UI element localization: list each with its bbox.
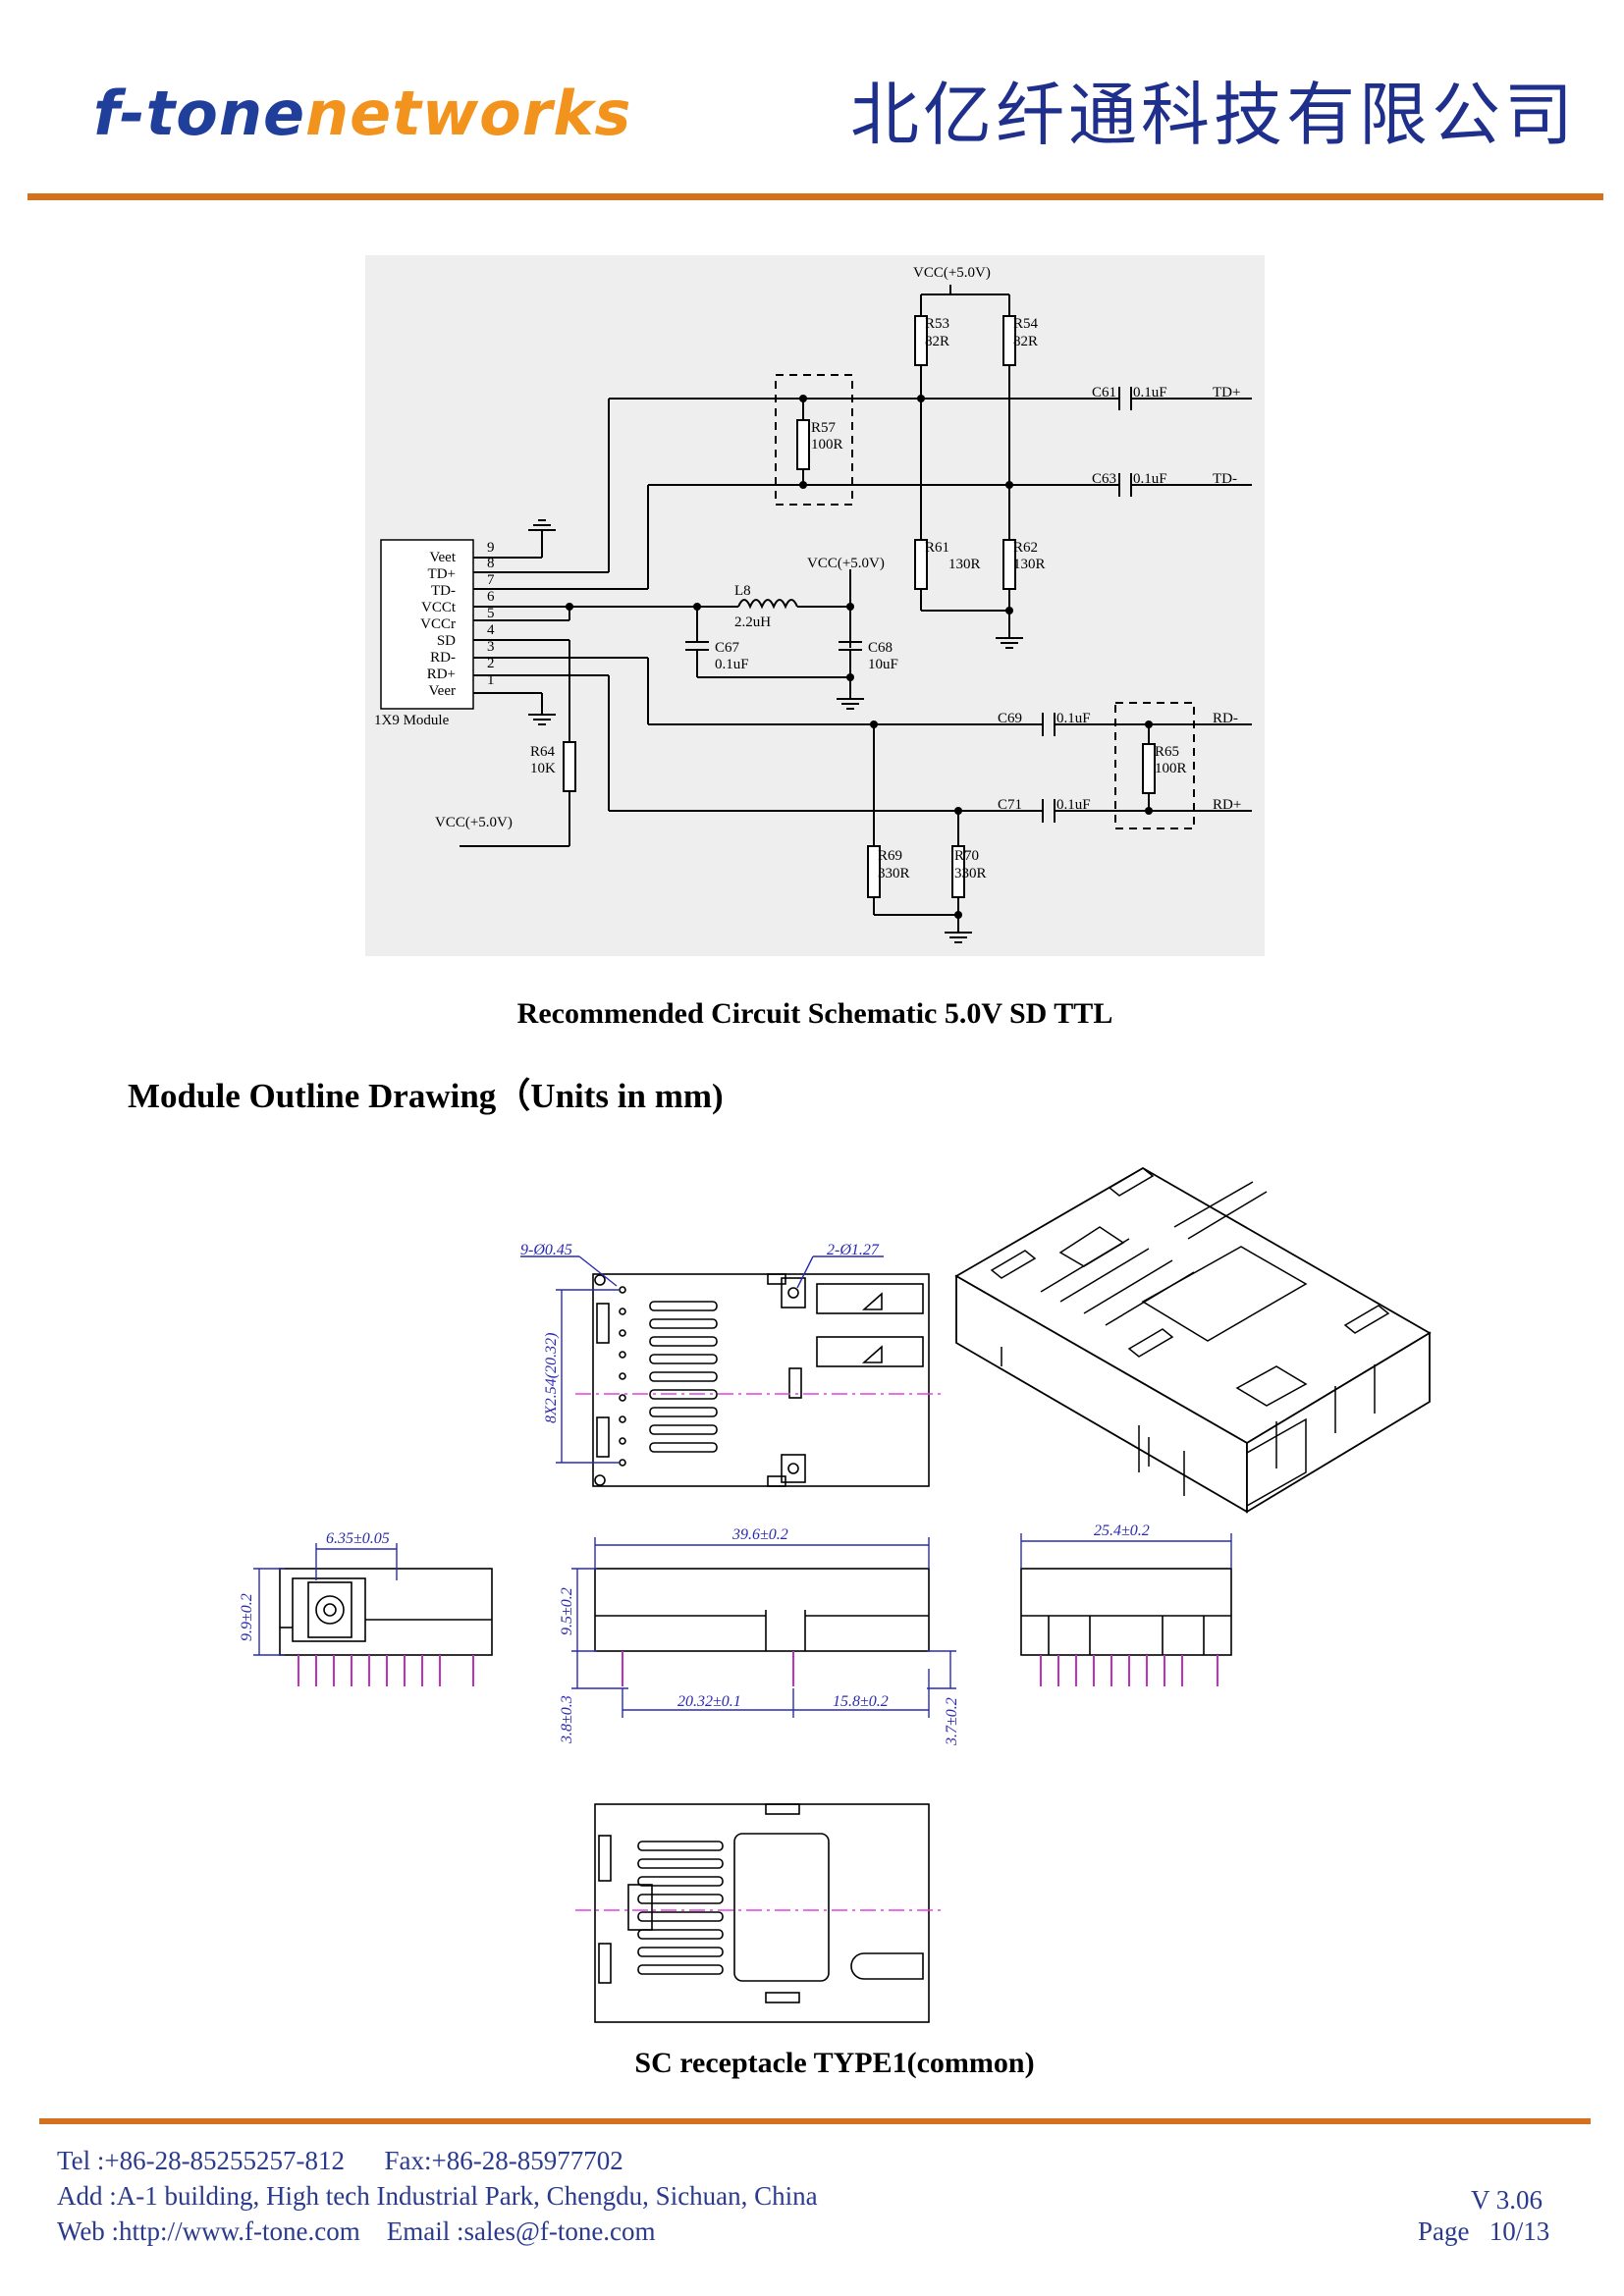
pin-num-7: 7 xyxy=(487,572,495,588)
r61-label: R61 xyxy=(925,540,949,556)
td-plus-label: TD+ xyxy=(1213,385,1240,400)
r69-value: 330R xyxy=(878,866,910,881)
footer-tel-fax: Tel :+86-28-85255257-812 Fax:+86-28-8597… xyxy=(57,2146,623,2175)
logo-text-part2: networks xyxy=(305,78,632,149)
r64-label: R64 xyxy=(530,744,556,760)
pin-num-3: 3 xyxy=(487,639,495,655)
c71-label: C71 xyxy=(998,797,1022,813)
pin-name-td-minus: TD- xyxy=(431,583,456,599)
c63-label: C63 xyxy=(1092,471,1116,487)
pin-num-4: 4 xyxy=(487,622,495,638)
pin-num-2: 2 xyxy=(487,656,495,671)
r62-label: R62 xyxy=(1013,540,1038,556)
dim-post-length: 3.7±0.2 xyxy=(944,1697,960,1746)
pin-name-td-plus: TD+ xyxy=(428,566,456,582)
module-outline-drawing: 9-Ø0.45 2-Ø1.27 8X2.54(20.32) 6.35±0.05 … xyxy=(239,1166,1432,2023)
dim-pitch: 8X2.54(20.32) xyxy=(543,1333,560,1423)
pin-name-sd: SD xyxy=(437,633,456,649)
r57-value: 100R xyxy=(811,437,843,453)
footer-address: Add :A-1 building, High tech Industrial … xyxy=(57,2181,818,2211)
r54-value: 82R xyxy=(1013,334,1038,349)
pin-num-5: 5 xyxy=(487,606,495,621)
dim-length: 39.6±0.2 xyxy=(731,1526,788,1543)
r70-value: 330R xyxy=(954,866,987,881)
outline-section-title: Module Outline Drawing（Units in mm) xyxy=(128,1077,724,1115)
r54-label: R54 xyxy=(1013,316,1039,332)
dim-pins: 9-Ø0.45 xyxy=(520,1242,572,1258)
rd-plus-label: RD+ xyxy=(1213,797,1241,813)
vcc-mid-label: VCC(+5.0V) xyxy=(807,556,885,571)
vcc-left-label: VCC(+5.0V) xyxy=(435,815,513,830)
module-label: 1X9 Module xyxy=(374,713,450,728)
r64-value: 10K xyxy=(530,761,556,776)
c61-label: C61 xyxy=(1092,385,1116,400)
r69-label: R69 xyxy=(878,848,902,864)
c71-value: 0.1uF xyxy=(1056,797,1091,813)
c68-value: 10uF xyxy=(868,657,898,672)
pin-num-9: 9 xyxy=(487,540,495,556)
pin-name-rd-plus: RD+ xyxy=(427,667,456,682)
r65-value: 100R xyxy=(1155,761,1187,776)
dim-holes: 2-Ø1.27 xyxy=(827,1242,880,1258)
r62-value: 130R xyxy=(1013,557,1046,572)
company-name: 北亿纤通科技有限公司 xyxy=(850,75,1577,155)
c67-label: C67 xyxy=(715,640,740,656)
c69-label: C69 xyxy=(998,711,1022,726)
c69-value: 0.1uF xyxy=(1056,711,1091,726)
c67-value: 0.1uF xyxy=(715,657,749,672)
td-minus-label: TD- xyxy=(1213,471,1237,487)
rd-minus-label: RD- xyxy=(1213,711,1238,726)
r65-label: R65 xyxy=(1155,744,1179,760)
footer-web-email: Web :http://www.f-tone.com Email :sales@… xyxy=(57,2216,656,2246)
footer-page-number: Page 10/13 xyxy=(1418,2216,1550,2246)
r70-label: R70 xyxy=(954,848,979,864)
header-rule xyxy=(27,193,1603,200)
pin-num-6: 6 xyxy=(487,589,495,605)
dim-width: 25.4±0.2 xyxy=(1094,1522,1150,1539)
pin-num-1: 1 xyxy=(487,672,495,688)
dim-height-mid: 9.5±0.2 xyxy=(559,1587,575,1635)
r57-label: R57 xyxy=(811,420,837,436)
r53-value: 82R xyxy=(925,334,949,349)
l8-value: 2.2uH xyxy=(734,614,771,630)
outline-caption: SC receptacle TYPE1(common) xyxy=(634,2047,1035,2079)
pin-name-veer: Veer xyxy=(429,683,456,699)
r53-label: R53 xyxy=(925,316,949,332)
pin-name-vcct: VCCt xyxy=(421,600,457,615)
r61-value: 130R xyxy=(948,557,981,572)
logo-text-part1: f-tone xyxy=(93,78,306,149)
circuit-schematic: Veet TD+ TD- VCCt VCCr SD RD- RD+ Veer 9… xyxy=(365,255,1265,956)
vcc-top-label: VCC(+5.0V) xyxy=(913,265,991,281)
pin-name-rd-minus: RD- xyxy=(430,650,456,666)
company-logo: f-tonenetworks xyxy=(93,83,631,144)
pin-num-8: 8 xyxy=(487,556,495,571)
footer-rule xyxy=(39,2118,1591,2124)
dim-post-span: 15.8±0.2 xyxy=(833,1693,889,1710)
footer-version: V 3.06 xyxy=(1471,2185,1543,2215)
c61-value: 0.1uF xyxy=(1133,385,1167,400)
c63-value: 0.1uF xyxy=(1133,471,1167,487)
dim-pin-span: 20.32±0.1 xyxy=(677,1693,741,1710)
schematic-caption: Recommended Circuit Schematic 5.0V SD TT… xyxy=(516,997,1113,1030)
pin-name-veet: Veet xyxy=(429,550,456,565)
l8-label: L8 xyxy=(734,583,751,599)
c68-label: C68 xyxy=(868,640,893,656)
dim-pin-length: 3.8±0.3 xyxy=(559,1695,575,1744)
pin-name-vccr: VCCr xyxy=(420,616,456,632)
dim-sc-width: 6.35±0.05 xyxy=(326,1530,390,1547)
dim-height-left: 9.9±0.2 xyxy=(239,1593,255,1641)
